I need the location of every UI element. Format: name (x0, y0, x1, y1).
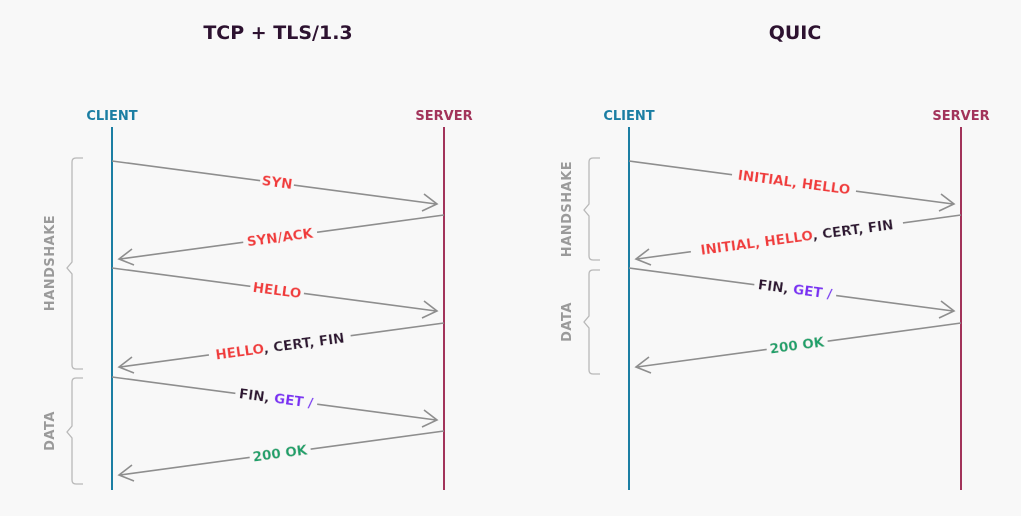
message-label: 200 OK (252, 442, 309, 465)
message-part: 200 OK (769, 334, 826, 357)
message-label: 200 OK (769, 334, 826, 357)
message-part: INITIAL, HELLO (700, 228, 814, 259)
message-label: FIN, GET / (757, 277, 833, 303)
client-label: CLIENT (86, 109, 137, 124)
client-label: CLIENT (603, 109, 654, 124)
phase-label-data: DATA (560, 302, 575, 342)
handshake-brace (583, 157, 600, 261)
message-part: 200 OK (252, 442, 309, 465)
data-brace (66, 377, 83, 485)
server-label: SERVER (932, 109, 989, 124)
message-label: HELLO, CERT, FIN (215, 330, 346, 363)
message-part: , CERT, FIN (263, 330, 346, 357)
panel-title: TCP + TLS/1.3 (203, 22, 352, 44)
handshake-brace (66, 157, 83, 370)
server-label: SERVER (415, 109, 472, 124)
message-part: GET / (792, 282, 833, 303)
phase-label-handshake: HANDSHAKE (560, 161, 575, 257)
message-part: , CERT, FIN (812, 217, 895, 244)
message-label: INITIAL, HELLO, CERT, FIN (700, 217, 895, 259)
message-part: HELLO (215, 341, 265, 363)
phase-label-handshake: HANDSHAKE (43, 215, 58, 311)
message-part: GET / (273, 391, 314, 412)
message-label: SYN (261, 173, 294, 193)
data-brace (583, 269, 600, 375)
arrow-200-ok: 200 OK (117, 430, 445, 482)
message-part: INITIAL, HELLO (737, 168, 851, 199)
arrow-syn-ack: SYN/ACK (117, 214, 445, 266)
message-part: SYN (261, 173, 294, 193)
arrow-hello-cert-fin: HELLO, CERT, FIN (117, 322, 445, 374)
message-part: HELLO (252, 280, 302, 302)
message-part: FIN, (238, 386, 275, 407)
arrow-fin-get: FIN, GET / (628, 267, 956, 319)
panel-title: QUIC (769, 22, 822, 44)
message-part: FIN, (757, 277, 794, 298)
quic-panel: QUIC CLIENT SERVER HANDSHAKE DATA INITIA… (560, 22, 990, 490)
arrow-syn: SYN (111, 160, 439, 212)
message-label: INITIAL, HELLO (737, 168, 851, 199)
message-label: SYN/ACK (246, 226, 315, 251)
arrow-initial-hello-cert-fin: INITIAL, HELLO, CERT, FIN (634, 214, 962, 266)
message-part: SYN/ACK (246, 226, 315, 251)
message-label: HELLO (252, 280, 302, 302)
arrow-hello: HELLO (111, 267, 439, 319)
arrow-fin-get: FIN, GET / (111, 376, 439, 428)
arrow-200-ok: 200 OK (634, 322, 962, 374)
tcp-tls-panel: TCP + TLS/1.3 CLIENT SERVER HANDSHAKE DA… (43, 22, 473, 490)
message-label: FIN, GET / (238, 386, 314, 412)
arrow-initial-hello: INITIAL, HELLO (628, 160, 956, 212)
phase-label-data: DATA (43, 411, 58, 451)
